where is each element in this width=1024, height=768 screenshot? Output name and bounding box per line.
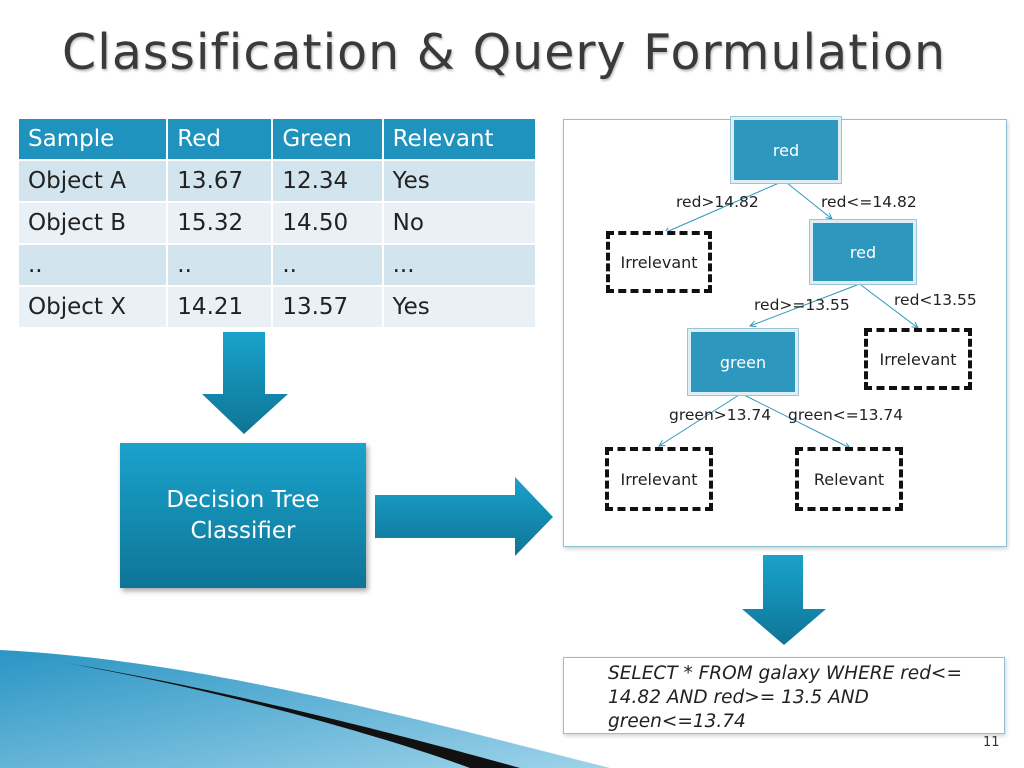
decision-tree-panel: red red>14.82 red<=14.82 Irrelevant red … xyxy=(563,119,1007,547)
leaf-label: Relevant xyxy=(813,469,885,489)
node-label: green xyxy=(719,352,767,372)
table-cell: 14.21 xyxy=(168,287,272,327)
column-header: Sample xyxy=(19,119,167,159)
column-header: Green xyxy=(273,119,382,159)
table-row: Object B 15.32 14.50 No xyxy=(19,203,535,243)
column-header: Red xyxy=(168,119,272,159)
tree-node-red: red xyxy=(813,223,913,281)
edge-label: green>13.74 xyxy=(669,406,772,424)
table-cell: 12.34 xyxy=(273,161,382,201)
tree-leaf: Irrelevant xyxy=(606,231,712,293)
tree-node-green: green xyxy=(691,332,795,392)
table-cell: Object A xyxy=(19,161,167,201)
table-cell: No xyxy=(383,203,535,243)
table-cell: .. xyxy=(273,245,382,285)
edge-label: red<13.55 xyxy=(894,291,977,309)
column-header: Relevant xyxy=(383,119,535,159)
edge-label: red<=14.82 xyxy=(821,193,917,211)
table-cell: Object B xyxy=(19,203,167,243)
leaf-label: Irrelevant xyxy=(620,469,698,489)
table-cell: Object X xyxy=(19,287,167,327)
node-label: red xyxy=(849,242,877,262)
leaf-label: Irrelevant xyxy=(879,349,957,369)
classifier-label-line2: Classifier xyxy=(190,517,296,544)
sql-query-box: SELECT * FROM galaxy WHERE red<= 14.82 A… xyxy=(563,657,1005,734)
table-row: Object X 14.21 13.57 Yes xyxy=(19,287,535,327)
leaf-label: Irrelevant xyxy=(620,252,698,272)
down-arrow-icon xyxy=(742,555,826,645)
table-row: .. .. .. ... xyxy=(19,245,535,285)
table-cell: 14.50 xyxy=(273,203,382,243)
table-cell: Yes xyxy=(383,161,535,201)
sql-query-text: SELECT * FROM galaxy WHERE red<= 14.82 A… xyxy=(608,663,962,732)
table-row: Object A 13.67 12.34 Yes xyxy=(19,161,535,201)
tree-node-root: red xyxy=(734,120,838,180)
table-cell: 13.57 xyxy=(273,287,382,327)
decision-tree-classifier-box: Decision Tree Classifier xyxy=(120,443,366,588)
tree-leaf: Irrelevant xyxy=(605,447,713,511)
table-cell: .. xyxy=(19,245,167,285)
table-cell: 15.32 xyxy=(168,203,272,243)
classifier-label-line1: Decision Tree xyxy=(166,486,320,513)
table-cell: ... xyxy=(383,245,535,285)
node-label: red xyxy=(772,140,800,160)
down-arrow-icon xyxy=(202,332,288,434)
tree-leaf: Irrelevant xyxy=(864,328,972,390)
page-number: 11 xyxy=(983,735,1000,750)
table-cell: Yes xyxy=(383,287,535,327)
table-cell: 13.67 xyxy=(168,161,272,201)
tree-leaf: Relevant xyxy=(795,447,903,511)
table-cell: .. xyxy=(168,245,272,285)
page-title: Classification & Query Formulation xyxy=(62,24,947,81)
edge-label: green<=13.74 xyxy=(788,406,904,424)
table-header-row: Sample Red Green Relevant xyxy=(19,119,535,159)
edge-label: red>=13.55 xyxy=(754,296,850,314)
tree-edges xyxy=(564,182,1006,546)
edge-label: red>14.82 xyxy=(676,193,759,211)
right-arrow-icon xyxy=(375,477,553,556)
sample-table: Sample Red Green Relevant Object A 13.67… xyxy=(17,117,537,329)
